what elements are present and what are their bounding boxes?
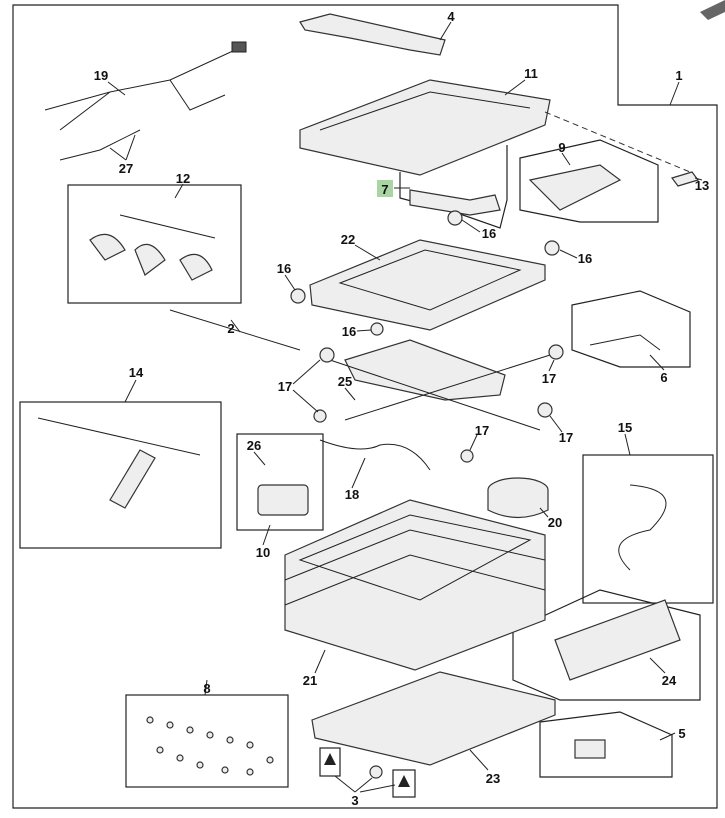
- callout-5[interactable]: 5: [678, 726, 685, 741]
- callout-6[interactable]: 6: [660, 370, 667, 385]
- part-14-shock-absorber: [109, 449, 156, 509]
- part-24-tube: [554, 599, 681, 681]
- box-24: [512, 589, 701, 701]
- callout-18[interactable]: 18: [345, 487, 359, 502]
- part-21-bellows: [284, 499, 546, 671]
- callout-26[interactable]: 26: [247, 438, 261, 453]
- callout-7[interactable]: 7: [381, 182, 388, 197]
- box-5: [539, 711, 673, 778]
- callout-21[interactable]: 21: [303, 673, 317, 688]
- part-19-harness: [44, 49, 236, 131]
- box-14: [19, 401, 222, 549]
- callout-10[interactable]: 10: [256, 545, 270, 560]
- part-17-roller: [319, 347, 335, 363]
- part-6-cable: [589, 334, 661, 351]
- box-9: [519, 139, 659, 223]
- corner-tab: [700, 0, 725, 20]
- box-8: [125, 694, 289, 788]
- part-17-roller: [313, 409, 327, 423]
- callout-24[interactable]: 24: [662, 673, 677, 688]
- callout-25[interactable]: 25: [338, 374, 352, 389]
- callout-15[interactable]: 15: [618, 420, 632, 435]
- callout-17[interactable]: 17: [475, 423, 489, 438]
- part-27-cable: [59, 129, 141, 161]
- part-16-bushing: [447, 210, 463, 226]
- callout-16[interactable]: 16: [578, 251, 592, 266]
- part-18-strap: [319, 439, 431, 471]
- callout-27[interactable]: 27: [119, 161, 133, 176]
- part-16-bushing: [544, 240, 560, 256]
- part-10-compressor: [257, 484, 309, 516]
- callout-2[interactable]: 2: [227, 321, 234, 336]
- box-10: [236, 433, 324, 531]
- part-7-cylinder: [409, 189, 501, 216]
- box-15: [582, 454, 714, 604]
- part-17-roller: [460, 449, 474, 463]
- part-9-latch: [528, 164, 622, 211]
- callout-4[interactable]: 4: [447, 9, 455, 24]
- callout-20[interactable]: 20: [548, 515, 562, 530]
- front-arrow-icon: [319, 747, 341, 777]
- part-4-plate: [299, 13, 446, 56]
- part-3-bumper: [369, 765, 383, 779]
- part-11-slide-frame: [299, 79, 551, 176]
- part-8-fasteners: [146, 716, 274, 776]
- part-16-bushing: [290, 288, 306, 304]
- callout-11[interactable]: 11: [524, 66, 538, 81]
- callout-16[interactable]: 16: [482, 226, 496, 241]
- front-arrow-icon: [392, 769, 416, 798]
- assembly-frame-1: [12, 4, 718, 809]
- part-17-roller: [537, 402, 553, 418]
- callout-19[interactable]: 19: [94, 68, 108, 83]
- callout-9[interactable]: 9: [558, 140, 565, 155]
- callout-3[interactable]: 3: [351, 793, 358, 808]
- callout-23[interactable]: 23: [486, 771, 500, 786]
- part-2-rod: [169, 309, 301, 351]
- box-12: [67, 184, 242, 304]
- callout-17[interactable]: 17: [542, 371, 556, 386]
- part-15-hose: [618, 484, 667, 571]
- part-13-clip: [671, 171, 699, 187]
- callout-17[interactable]: 17: [559, 430, 573, 445]
- callout-14[interactable]: 14: [129, 365, 144, 380]
- part-17-roller: [548, 344, 564, 360]
- callout-16[interactable]: 16: [277, 261, 291, 276]
- callout-12[interactable]: 12: [176, 171, 190, 186]
- part-12-handles: [89, 233, 213, 281]
- leader-lines: [107, 21, 703, 793]
- part-5-sensor: [574, 739, 606, 759]
- callout-16[interactable]: 16: [342, 324, 356, 339]
- box-7: [399, 145, 508, 229]
- box-6: [571, 290, 691, 368]
- callout-22[interactable]: 22: [341, 232, 355, 247]
- callout-17[interactable]: 17: [278, 379, 292, 394]
- callout-8[interactable]: 8: [203, 681, 210, 696]
- part-16-bushing: [370, 322, 384, 336]
- part-23-base: [311, 671, 556, 766]
- callout-13[interactable]: 13: [695, 178, 709, 193]
- part-25-scissor: [344, 339, 506, 401]
- highlight-callout-7: [377, 180, 393, 197]
- callout-1[interactable]: 1: [675, 68, 682, 83]
